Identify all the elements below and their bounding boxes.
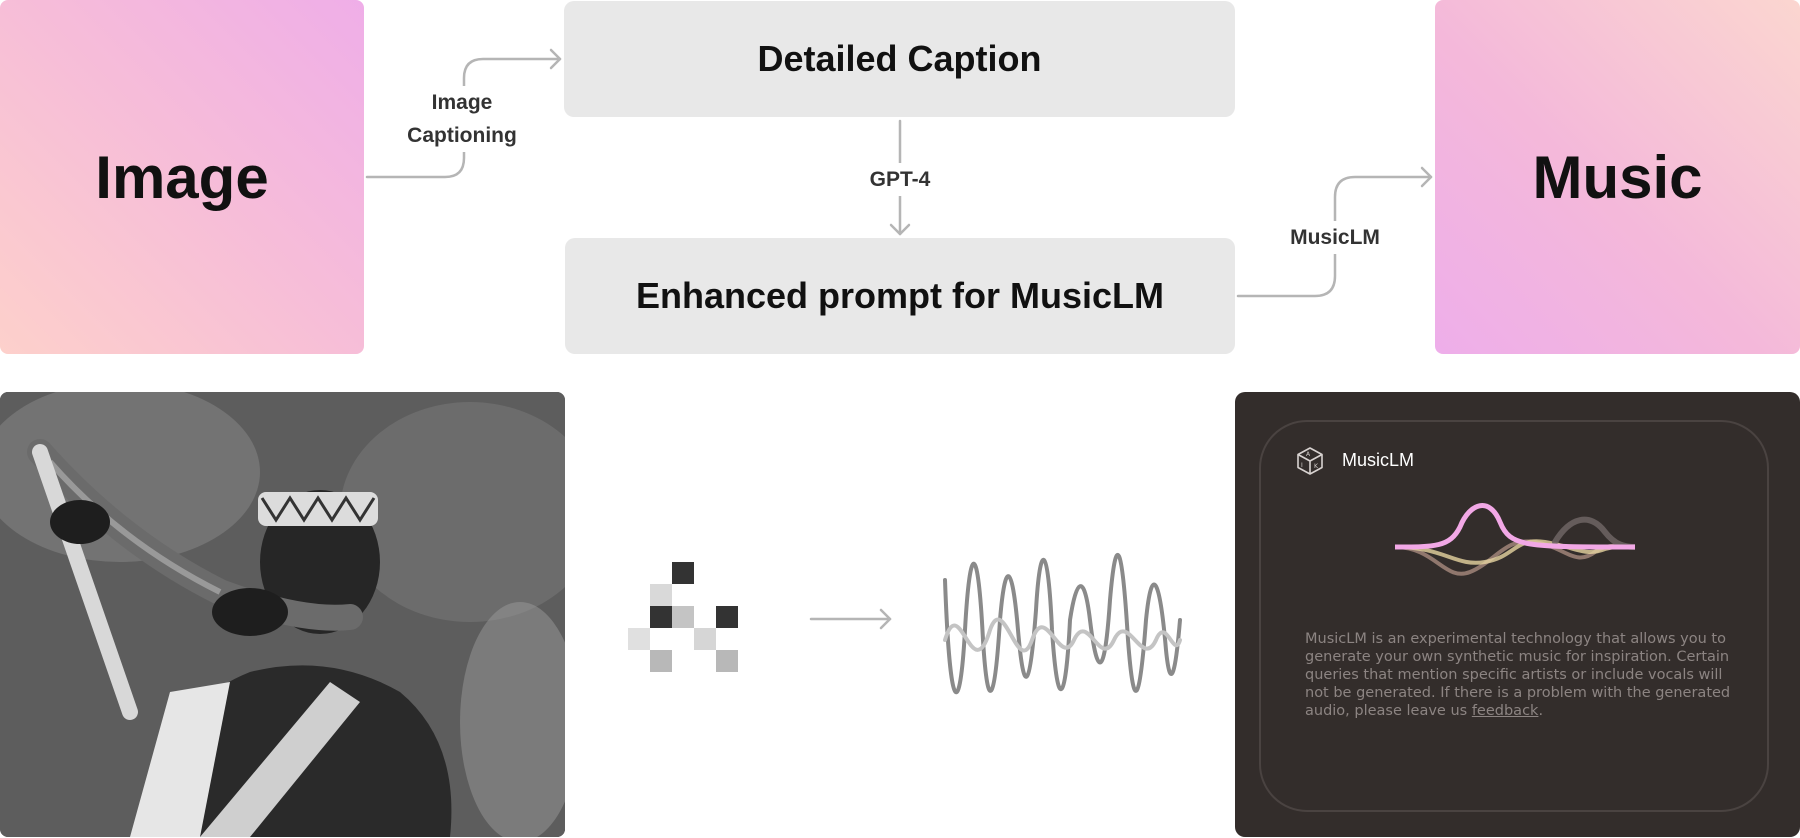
image-captioning-line1: Image <box>431 91 493 114</box>
musiclm-description-text: MusicLM is an experimental technology th… <box>1305 631 1731 719</box>
music-node-label: Music <box>1532 143 1703 211</box>
pixel-mosaic-icon <box>628 562 738 672</box>
arrowhead-music <box>1420 166 1433 188</box>
musiclm-edge-label: MusicLM <box>1280 221 1390 254</box>
detailed-caption-node: Detailed Caption <box>564 1 1235 117</box>
svg-text:K: K <box>1314 463 1319 470</box>
image-captioning-label: Image Captioning <box>402 86 522 152</box>
gpt4-label: GPT-4 <box>855 163 945 196</box>
source-photo <box>0 392 565 837</box>
enhanced-prompt-label: Enhanced prompt for MusicLM <box>635 275 1164 316</box>
image-node-label: Image <box>95 143 269 211</box>
musiclm-description-end: . <box>1538 703 1544 719</box>
svg-text:A: A <box>1306 451 1311 458</box>
enhanced-prompt-node: Enhanced prompt for MusicLM <box>565 238 1235 354</box>
musiclm-card-title: MusicLM <box>1342 450 1415 470</box>
music-node: Music <box>1435 0 1800 354</box>
detailed-caption-label: Detailed Caption <box>757 38 1042 79</box>
arrowhead-prompt <box>889 223 911 236</box>
arrow-right-icon <box>809 608 892 630</box>
musiclm-description: MusicLM is an experimental technology th… <box>1305 630 1735 720</box>
arrowhead-caption <box>549 48 562 70</box>
waveform-icon <box>943 552 1182 695</box>
cube-logo-icon: A I K <box>1297 447 1323 475</box>
photo-illustration <box>0 392 565 837</box>
svg-text:I: I <box>1301 462 1303 469</box>
musiclm-card: A I K MusicLM MusicLM is an experimental… <box>1235 392 1800 837</box>
image-to-audio-illustration <box>600 520 1200 725</box>
feedback-link[interactable]: feedback <box>1471 703 1539 719</box>
image-node: Image <box>0 0 364 354</box>
image-captioning-line2: Captioning <box>407 124 517 147</box>
mosaic-wave-graphic <box>628 552 1182 695</box>
musiclm-waveform <box>1395 503 1635 576</box>
musiclm-inner-panel <box>1259 420 1769 812</box>
